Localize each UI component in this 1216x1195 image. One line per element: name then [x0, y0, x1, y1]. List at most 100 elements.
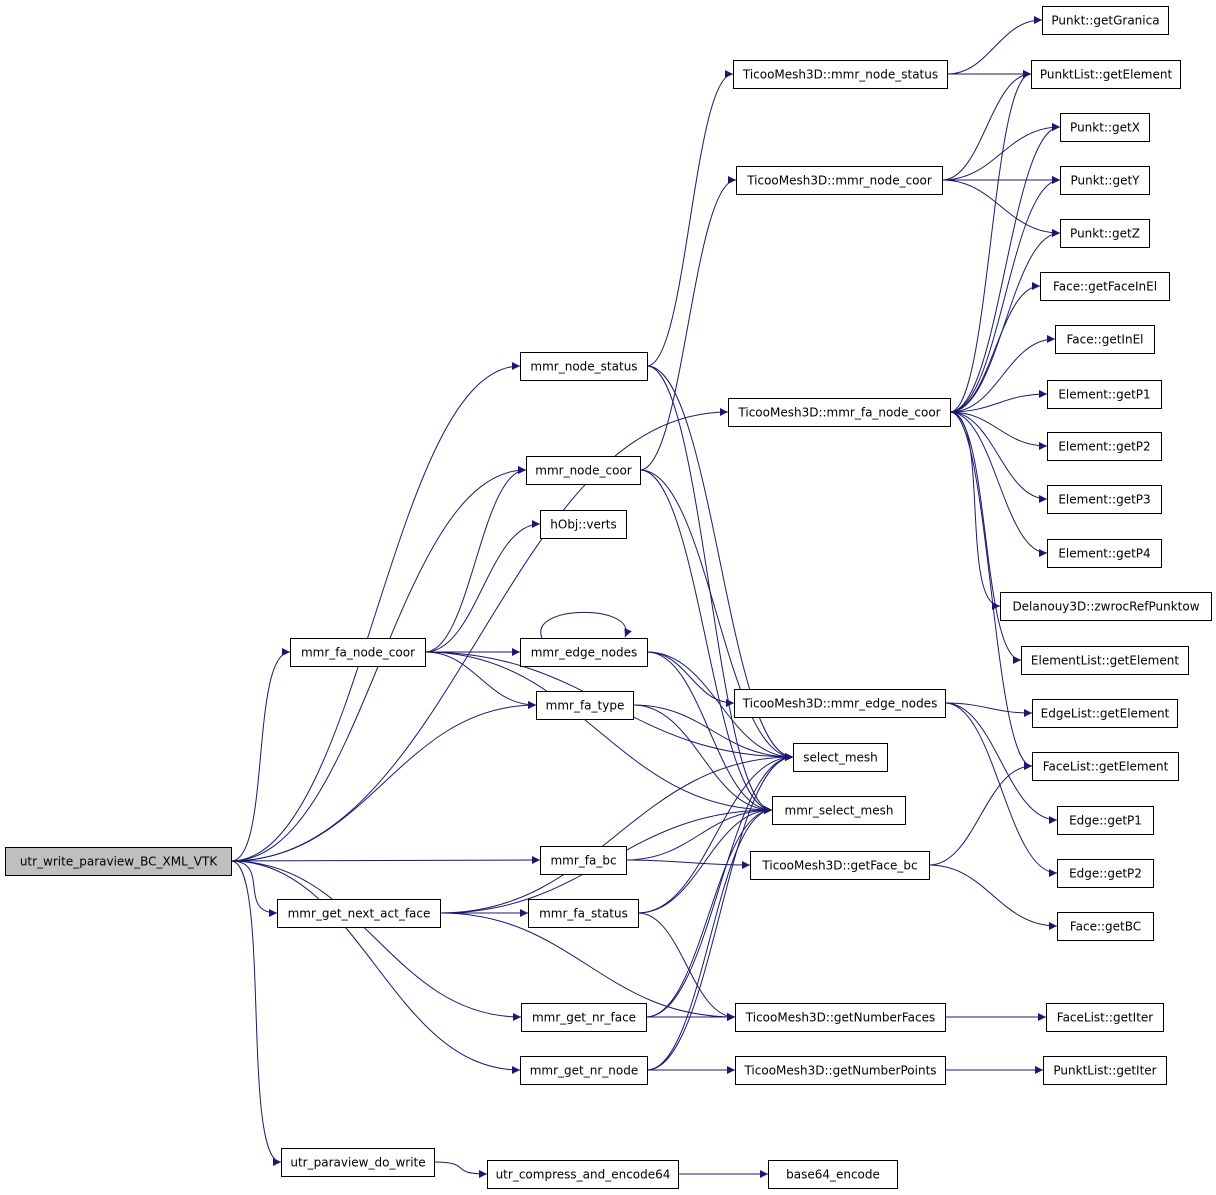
node-label: TicooMesh3D::getNumberPoints: [743, 1064, 936, 1078]
node-box: [281, 1148, 435, 1177]
node-n14[interactable]: base64_encode: [768, 1160, 898, 1189]
call-edge-root-n12: [230, 860, 282, 1166]
call-edge-n11-n19: [646, 753, 794, 1071]
node-box: [1032, 699, 1178, 728]
node-box: [5, 847, 232, 876]
call-edge-n18-n39: [944, 702, 1058, 824]
node-n10[interactable]: mmr_get_nr_face: [521, 1003, 647, 1032]
node-n35[interactable]: Delanouy3D::zwrocRefPunktow: [1000, 592, 1212, 621]
node-n9[interactable]: mmr_fa_status: [528, 899, 639, 928]
node-n37[interactable]: EdgeList::getElement: [1032, 699, 1178, 728]
node-n13[interactable]: utr_compress_and_encode64: [487, 1160, 679, 1189]
node-n24[interactable]: Punkt::getGranica: [1042, 6, 1169, 35]
node-n17[interactable]: TicooMesh3D::mmr_fa_node_coor: [728, 398, 951, 427]
node-label: mmr_get_nr_face: [532, 1011, 636, 1025]
node-n33[interactable]: Element::getP3: [1047, 485, 1162, 514]
node-n27[interactable]: Punkt::getY: [1060, 166, 1150, 195]
node-n31[interactable]: Element::getP1: [1047, 380, 1162, 409]
call-edges: [230, 16, 1061, 1178]
node-label: Punkt::getGranica: [1051, 14, 1159, 28]
node-n11[interactable]: mmr_get_nr_node: [520, 1056, 648, 1085]
node-n26[interactable]: Punkt::getX: [1060, 113, 1150, 142]
call-edge-n17-n29: [949, 282, 1041, 413]
node-n43[interactable]: PunktList::getIter: [1043, 1056, 1167, 1085]
node-box: [735, 1003, 946, 1032]
node-n38[interactable]: FaceList::getElement: [1032, 752, 1179, 781]
node-box: [1043, 1056, 1167, 1085]
node-box: [1055, 325, 1155, 354]
node-n41[interactable]: Face::getBC: [1057, 912, 1154, 941]
node-label: select_mesh: [803, 751, 878, 765]
node-n36[interactable]: ElementList::getElement: [1021, 646, 1189, 675]
node-n21[interactable]: TicooMesh3D::getFace_bc: [750, 851, 930, 880]
node-n16[interactable]: TicooMesh3D::mmr_node_coor: [736, 166, 943, 195]
node-label: hObj::verts: [550, 518, 616, 532]
node-n30[interactable]: Face::getInEl: [1055, 325, 1155, 354]
node-n6[interactable]: mmr_fa_type: [536, 691, 634, 720]
node-box: [1047, 380, 1162, 409]
node-n29[interactable]: Face::getFaceInEl: [1040, 272, 1170, 301]
node-n19[interactable]: select_mesh: [793, 743, 888, 772]
node-n32[interactable]: Element::getP2: [1047, 432, 1162, 461]
node-label: TicooMesh3D::mmr_node_status: [742, 68, 938, 82]
call-edge-n17-n25: [949, 70, 1032, 413]
node-label: Delanouy3D::zwrocRefPunktow: [1012, 600, 1199, 614]
node-box: [1047, 432, 1162, 461]
node-label: Punkt::getY: [1070, 174, 1140, 188]
call-edge-n4-n6: [424, 651, 537, 709]
node-label: TicooMesh3D::getNumberFaces: [745, 1011, 935, 1025]
node-root[interactable]: utr_write_paraview_BC_XML_VTK: [5, 847, 232, 876]
node-n34[interactable]: Element::getP4: [1047, 539, 1162, 568]
node-n28[interactable]: Punkt::getZ: [1060, 219, 1150, 248]
node-n1[interactable]: mmr_node_status: [520, 352, 648, 381]
node-label: utr_write_paraview_BC_XML_VTK: [20, 855, 219, 869]
node-box: [540, 846, 627, 875]
node-n3[interactable]: hObj::verts: [540, 510, 627, 539]
node-n22[interactable]: TicooMesh3D::getNumberFaces: [735, 1003, 946, 1032]
node-label: TicooMesh3D::mmr_node_coor: [746, 174, 932, 188]
node-n8[interactable]: mmr_get_next_act_face: [277, 899, 441, 928]
node-n40[interactable]: Edge::getP2: [1057, 859, 1154, 888]
node-box: [793, 743, 888, 772]
call-edge-n17-n28: [949, 229, 1061, 413]
node-n39[interactable]: Edge::getP1: [1057, 806, 1154, 835]
node-n18[interactable]: TicooMesh3D::mmr_edge_nodes: [734, 689, 946, 718]
node-box: [1047, 539, 1162, 568]
call-edge-n1-n19: [646, 365, 794, 761]
node-n42[interactable]: FaceList::getIter: [1046, 1003, 1164, 1032]
call-edge-n7-n20: [625, 806, 773, 861]
node-label: Element::getP3: [1058, 493, 1150, 507]
node-label: TicooMesh3D::getFace_bc: [761, 859, 917, 873]
call-edge-n1-n20: [646, 365, 773, 814]
node-box: [528, 899, 639, 928]
node-box: [1000, 592, 1212, 621]
call-edge-n16-n28: [941, 179, 1061, 237]
node-label: Element::getP1: [1058, 388, 1150, 402]
node-label: utr_paraview_do_write: [290, 1156, 425, 1170]
node-label: mmr_fa_node_coor: [301, 646, 415, 660]
node-label: FaceList::getElement: [1043, 760, 1169, 774]
node-n15[interactable]: TicooMesh3D::mmr_node_status: [733, 60, 948, 89]
node-label: mmr_edge_nodes: [531, 646, 638, 660]
call-edge-n5-n20: [646, 651, 773, 814]
call-edge-n18-n40: [944, 702, 1058, 877]
node-box: [733, 60, 948, 89]
call-edge-n17-n27: [949, 176, 1061, 413]
call-edge-n9-n19: [637, 753, 794, 914]
call-edge-n17-n34: [949, 411, 1048, 557]
node-n5[interactable]: mmr_edge_nodes: [520, 638, 648, 667]
node-box: [540, 510, 627, 539]
node-n20[interactable]: mmr_select_mesh: [772, 796, 906, 825]
node-label: EdgeList::getElement: [1041, 707, 1170, 721]
node-label: mmr_get_next_act_face: [288, 907, 431, 921]
node-n25[interactable]: PunktList::getElement: [1031, 60, 1181, 89]
node-label: ElementList::getElement: [1031, 654, 1179, 668]
node-label: Element::getP2: [1058, 440, 1150, 454]
node-box: [1057, 912, 1154, 941]
node-n4[interactable]: mmr_fa_node_coor: [290, 638, 426, 667]
node-n2[interactable]: mmr_node_coor: [526, 456, 641, 485]
node-n12[interactable]: utr_paraview_do_write: [281, 1148, 435, 1177]
node-n7[interactable]: mmr_fa_bc: [540, 846, 627, 875]
call-edge-n5-n18: [646, 651, 735, 707]
node-n23[interactable]: TicooMesh3D::getNumberPoints: [735, 1056, 946, 1085]
